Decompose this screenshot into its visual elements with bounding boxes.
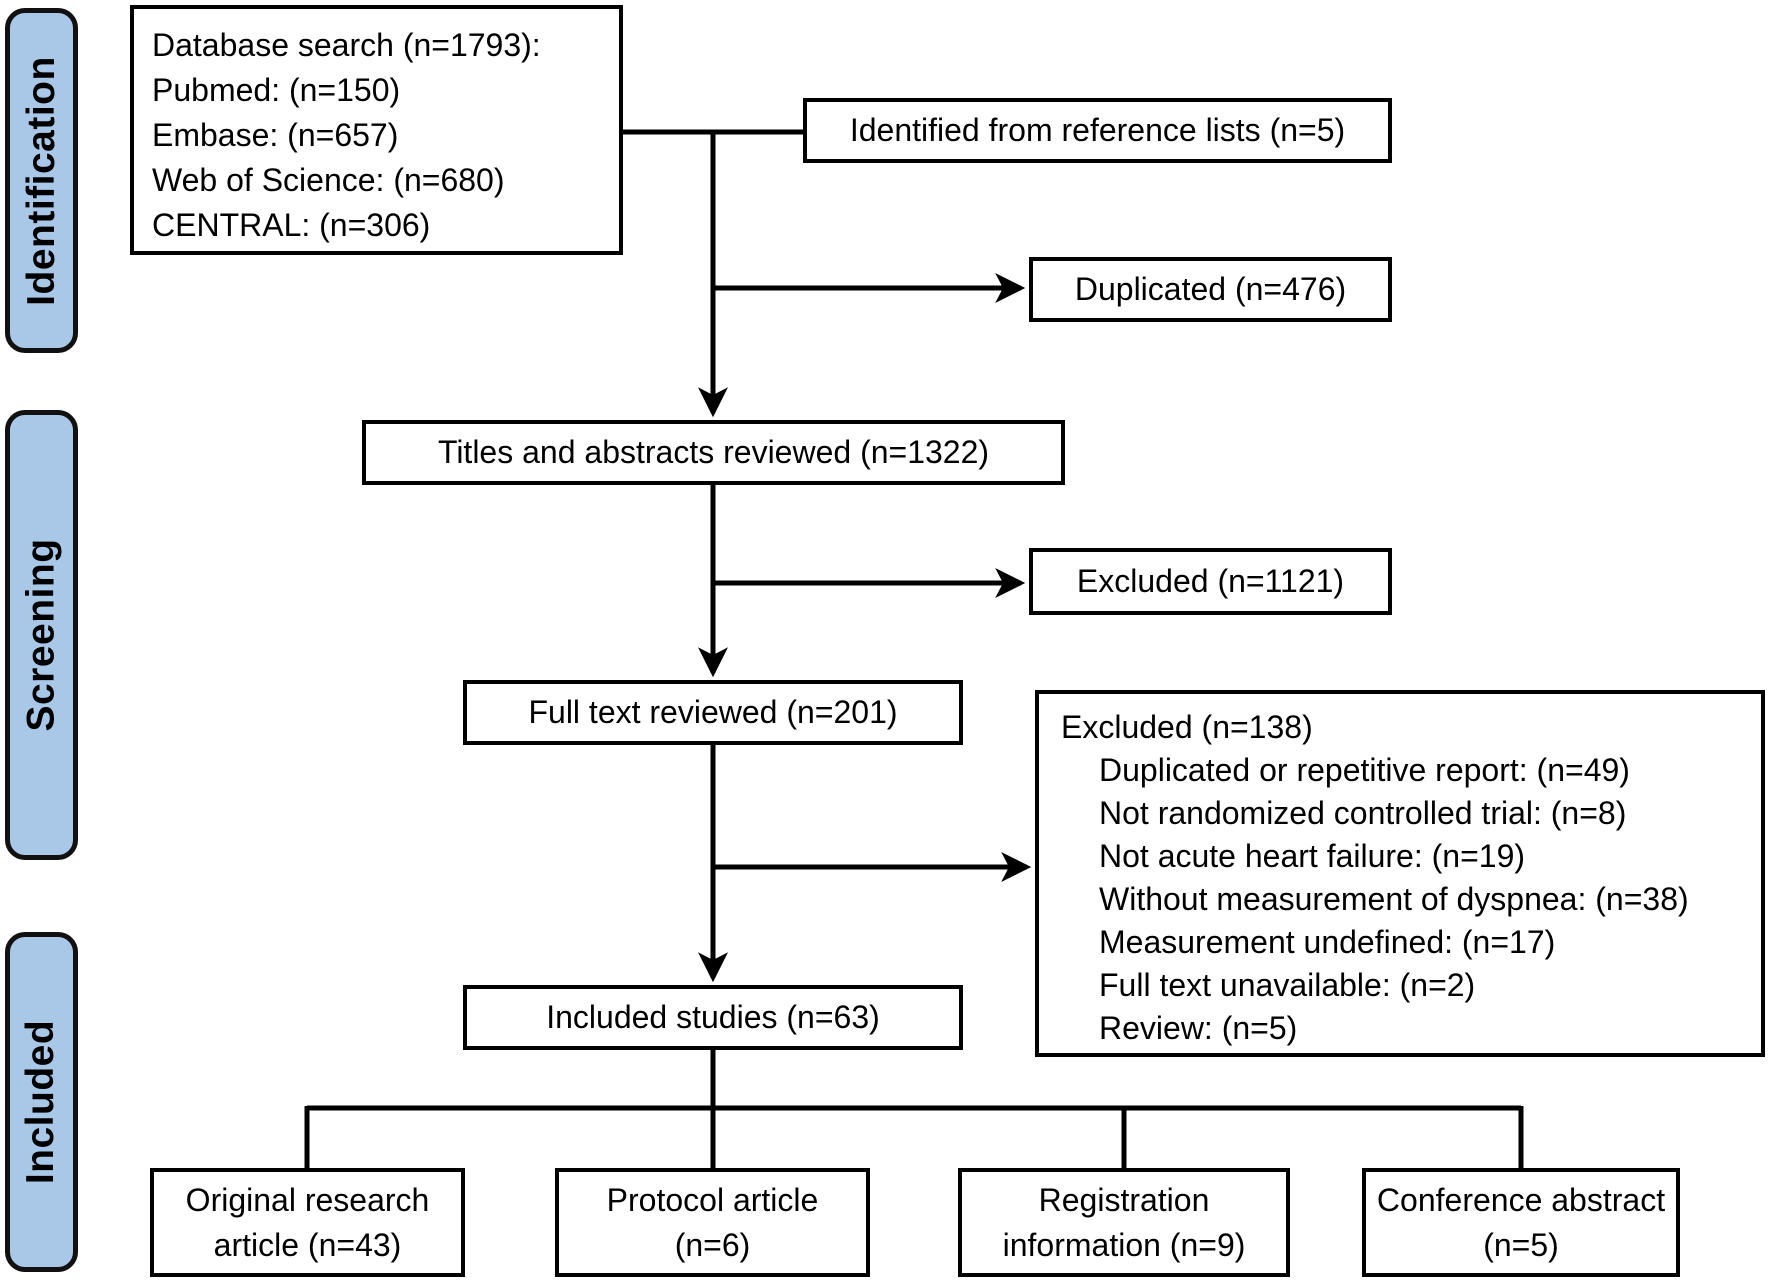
stage-label-screening: Screening [5, 410, 78, 860]
stage-label-identification-text: Identification [19, 55, 63, 306]
database-search-line: Database search (n=1793): [152, 27, 541, 63]
identified-from-references-label: Identified from reference lists (n=5) [849, 112, 1346, 148]
exclusion-reason: Not randomized controlled trial: (n=8) [1099, 795, 1627, 831]
outcome-box-registration-information: Registration information (n=9) [958, 1168, 1290, 1277]
duplicated-label: Duplicated (n=476) [1074, 271, 1347, 307]
excluded-titles-label: Excluded (n=1121) [1076, 563, 1345, 599]
titles-abstracts-reviewed-label: Titles and abstracts reviewed (n=1322) [437, 434, 990, 470]
exclusion-reason: Review: (n=5) [1099, 1010, 1298, 1046]
stage-label-screening-text: Screening [19, 538, 63, 732]
stage-label-included: Included [5, 932, 78, 1272]
outcome-box-conference-abstract: Conference abstract (n=5) [1362, 1168, 1680, 1277]
outcome-box-protocol-article: Protocol article (n=6) [555, 1168, 870, 1277]
exclusion-reason: Not acute heart failure: (n=19) [1099, 838, 1526, 874]
database-search-line: Embase: (n=657) [152, 117, 399, 153]
excluded-fulltext-box: Excluded (n=138) Duplicated or repetitiv… [1035, 690, 1765, 1057]
database-search-line: CENTRAL: (n=306) [152, 207, 431, 243]
stage-label-included-text: Included [19, 1019, 63, 1185]
included-studies-label: Included studies (n=63) [546, 999, 880, 1035]
included-studies-box: Included studies (n=63) [463, 985, 963, 1050]
outcome-original-research-label: Original research article (n=43) [185, 1181, 430, 1263]
full-text-reviewed-box: Full text reviewed (n=201) [463, 680, 963, 745]
outcome-box-original-research: Original research article (n=43) [150, 1168, 465, 1277]
stage-label-identification: Identification [5, 8, 78, 353]
outcome-registration-information-label: Registration information (n=9) [1002, 1181, 1246, 1263]
excluded-fulltext-title: Excluded (n=138) [1061, 709, 1313, 745]
excluded-titles-box: Excluded (n=1121) [1029, 548, 1392, 615]
database-search-box: Database search (n=1793): Pubmed: (n=150… [130, 5, 623, 255]
exclusion-reason: Measurement undefined: (n=17) [1099, 924, 1556, 960]
outcome-protocol-article-label: Protocol article (n=6) [606, 1181, 819, 1263]
database-search-line: Pubmed: (n=150) [152, 72, 401, 108]
outcome-conference-abstract-label: Conference abstract (n=5) [1376, 1181, 1666, 1263]
database-search-line: Web of Science: (n=680) [152, 162, 505, 198]
titles-abstracts-reviewed-box: Titles and abstracts reviewed (n=1322) [362, 420, 1065, 485]
duplicated-box: Duplicated (n=476) [1029, 257, 1392, 322]
exclusion-reason: Full text unavailable: (n=2) [1099, 967, 1476, 1003]
identified-from-references-box: Identified from reference lists (n=5) [803, 98, 1392, 163]
exclusion-reason: Duplicated or repetitive report: (n=49) [1099, 752, 1630, 788]
full-text-reviewed-label: Full text reviewed (n=201) [528, 694, 898, 730]
exclusion-reason: Without measurement of dyspnea: (n=38) [1099, 881, 1689, 917]
